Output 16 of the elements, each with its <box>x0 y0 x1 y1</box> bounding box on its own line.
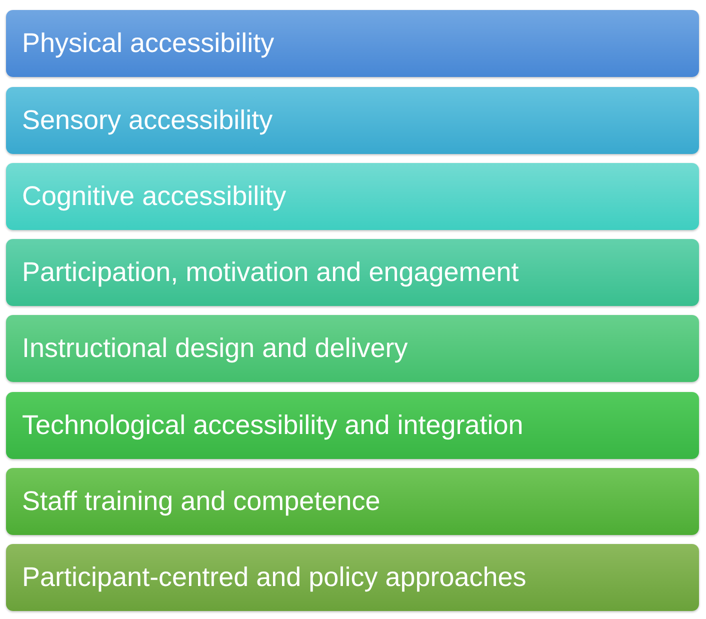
bar-label: Physical accessibility <box>22 28 274 58</box>
bar-label: Instructional design and delivery <box>22 334 408 364</box>
bar-label: Participation, motivation and engagement <box>22 258 519 288</box>
bar-label: Staff training and competence <box>22 486 380 516</box>
category-bar <box>6 239 699 306</box>
category-bar <box>6 10 699 77</box>
category-bar <box>6 392 699 459</box>
bar-label: Cognitive accessibility <box>22 182 286 212</box>
bar-label: Participant-centred and policy approaches <box>22 562 526 592</box>
category-bar <box>6 163 699 230</box>
category-bar <box>6 87 699 154</box>
category-bar <box>6 544 699 611</box>
bar-label: Technological accessibility and integration <box>22 410 524 440</box>
category-bar <box>6 315 699 382</box>
category-bar <box>6 468 699 535</box>
bar-label: Sensory accessibility <box>22 106 273 136</box>
